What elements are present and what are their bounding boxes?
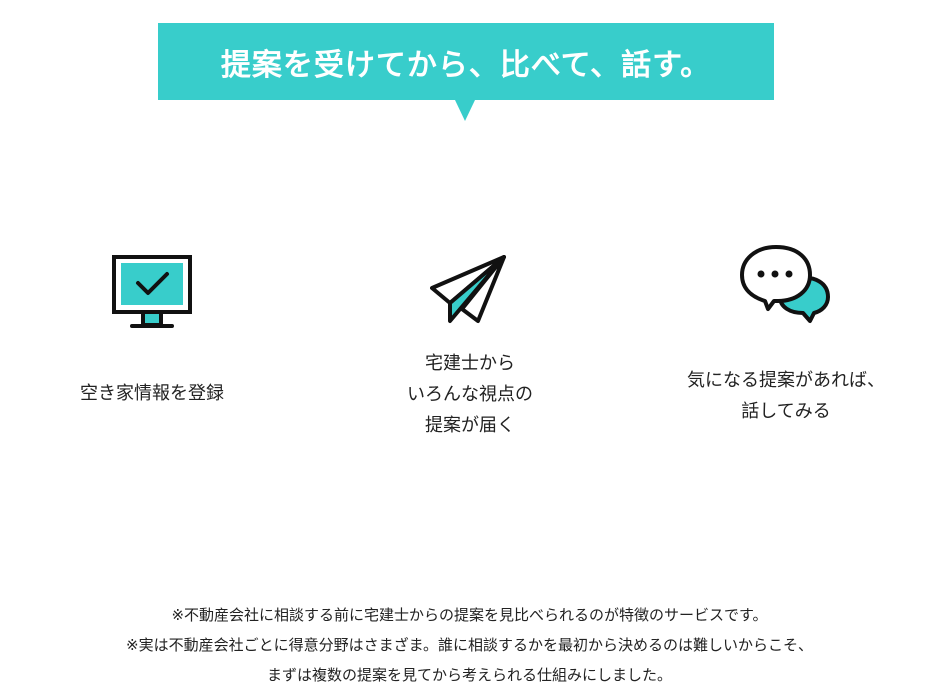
footnote-line: まずは複数の提案を見てから考えられる仕組みにしました。	[266, 666, 672, 684]
chat-bubbles-icon	[740, 245, 832, 329]
headline-title: 提案を受けてから、比べて、話す。	[220, 47, 712, 83]
footnote-line: ※不動産会社に相談する前に宅建士からの提案を見比べられるのが特徴のサービスです。	[171, 606, 768, 624]
label-line: いろんな視点の	[407, 384, 533, 405]
label-line: 提案が届く	[425, 415, 515, 436]
feature-label: 宅建士から いろんな視点の 提案が届く	[320, 348, 620, 441]
footnotes: ※不動産会社に相談する前に宅建士からの提案を見比べられるのが特徴のサービスです。…	[0, 600, 939, 690]
label-line: 宅建士から	[425, 353, 515, 374]
banner-pointer	[455, 100, 475, 121]
paper-plane-icon	[430, 255, 510, 329]
label-line: 空き家情報を登録	[80, 383, 224, 404]
label-line: 気になる提案があれば、	[687, 370, 885, 391]
monitor-check-icon	[112, 255, 192, 334]
footnote-line: ※実は不動産会社ごとに得意分野はさまざま。誰に相談するかを最初から決めるのは難し…	[126, 636, 813, 654]
headline-banner: 提案を受けてから、比べて、話す。	[158, 23, 774, 100]
feature-label: 空き家情報を登録	[2, 378, 302, 409]
feature-label: 気になる提案があれば、 話してみる	[636, 365, 936, 427]
label-line: 話してみる	[741, 401, 831, 422]
